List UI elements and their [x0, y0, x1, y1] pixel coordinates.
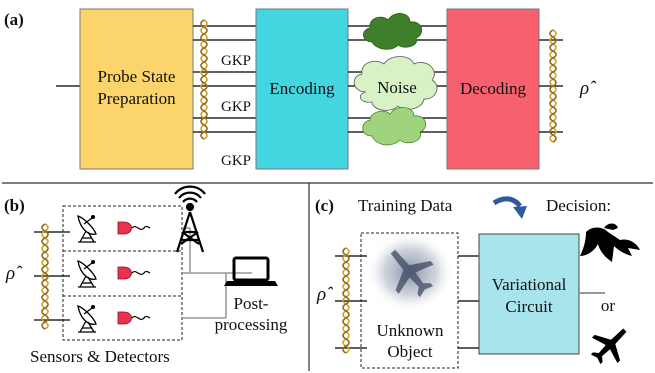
wires-to-processing [182, 227, 252, 319]
noise-cloud-bottom [362, 107, 427, 146]
decision-label: Decision: [546, 196, 611, 215]
panel-c: (c) Training Data Decision: ρ̂ Unknown O… [315, 196, 640, 369]
wires-output [539, 39, 563, 133]
circuit-label-line1: Variational [492, 275, 567, 294]
probe-label-line2: Preparation [97, 89, 176, 108]
panel-b-label: (b) [4, 196, 25, 215]
noise-cloud-middle: Noise [353, 56, 438, 111]
decoding-label: Decoding [460, 79, 527, 98]
gkp-label-1: GKP [221, 53, 251, 69]
twist-strand [41, 223, 49, 330]
gkp-label-2: GKP [221, 99, 251, 115]
eagle-icon [580, 223, 640, 262]
twist-strand [549, 29, 557, 143]
gkp-label-3: GKP [221, 153, 251, 169]
rho-input-b: ρ̂ [5, 263, 23, 284]
encoding-box [255, 8, 349, 170]
antenna-tower-icon [174, 185, 206, 253]
unknown-label-line1: Unknown [376, 321, 444, 340]
twist-strand [200, 19, 208, 140]
curved-arrow-icon [492, 196, 527, 219]
entanglement-twist-c [342, 247, 350, 354]
wires-b-input [34, 231, 70, 321]
panel-c-label: (c) [315, 196, 334, 215]
satellite-dish-icon [77, 214, 97, 243]
laptop-icon [224, 256, 278, 286]
probe-state-box [79, 8, 194, 170]
or-label: or [601, 296, 616, 315]
satellite-dish-icon [77, 259, 97, 288]
sensor-rows [77, 214, 151, 333]
encoding-label: Encoding [269, 79, 335, 98]
twist-strand [342, 247, 350, 354]
wires-object-circuit [458, 255, 479, 349]
entanglement-twist-a2 [549, 29, 557, 143]
detector-icon [117, 311, 151, 325]
postprocessing-label-line2: processing [215, 315, 288, 334]
detector-icon [117, 221, 151, 235]
entanglement-twist-b [41, 223, 49, 330]
sensor-row [77, 259, 151, 288]
satellite-dish-icon [77, 304, 97, 333]
sensors-caption: Sensors & Detectors [30, 347, 170, 366]
panel-b: (b) ρ̂ [4, 185, 288, 366]
panel-a: (a) Probe State Preparation GKP GKP GKP … [4, 8, 597, 170]
wires-c-input [335, 255, 367, 349]
noise-label: Noise [377, 78, 417, 97]
postprocessing-label-line1: Post- [234, 294, 269, 313]
blurred-airplane-icon [390, 249, 434, 298]
twist-strand [342, 247, 350, 354]
training-data-label: Training Data [358, 196, 453, 215]
unknown-label-line2: Object [387, 342, 433, 361]
rho-output-a: ρ̂ [579, 78, 597, 99]
rho-input-c: ρ̂ [316, 284, 334, 305]
variational-circuit-box [478, 233, 580, 355]
twist-strand [200, 19, 208, 140]
unknown-object-box [360, 232, 459, 369]
twist-strand [41, 223, 49, 330]
panel-a-label: (a) [4, 10, 24, 29]
airplane-icon [590, 328, 627, 365]
circuit-label-line2: Circuit [505, 297, 552, 316]
decoding-box [446, 8, 540, 170]
detector-icon [117, 266, 151, 280]
entanglement-twist-a1 [200, 19, 208, 140]
sensor-row [77, 304, 151, 333]
sensor-row [77, 214, 151, 243]
probe-label-line1: Probe State [98, 67, 176, 86]
noise-cloud-top [363, 13, 423, 50]
